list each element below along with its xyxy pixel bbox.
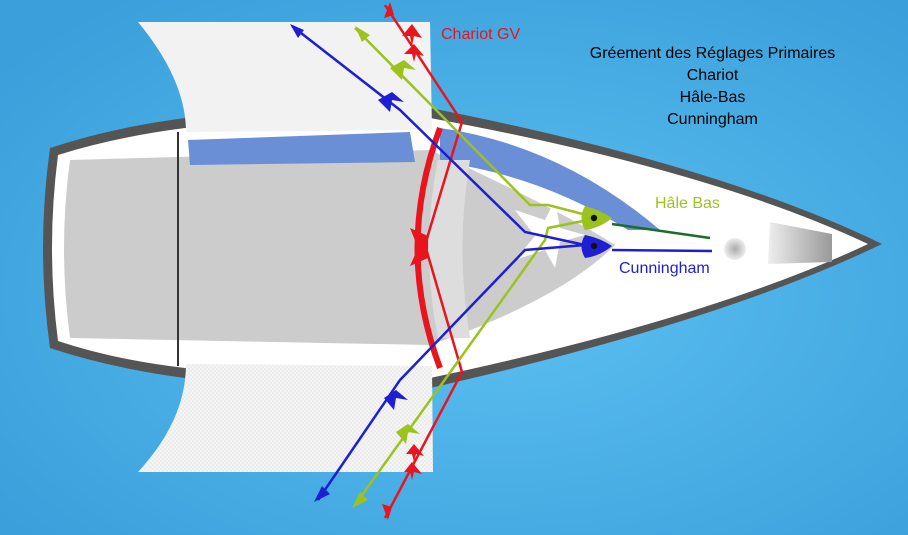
cunningham-arrow-top <box>290 24 304 38</box>
cabin-top-canvas <box>440 128 660 230</box>
cunningham-line-top <box>291 25 586 247</box>
cunningham-tail <box>611 248 713 253</box>
title-line-3: Hâle-Bas <box>679 89 746 106</box>
cunningham-arrow-bottom <box>314 486 330 502</box>
hale-bas-chevron-bottom <box>396 424 420 444</box>
cunningham-label: Cunningham <box>619 260 710 277</box>
chariot-traveler-car <box>410 228 428 266</box>
sprayhood-canvas <box>188 132 415 165</box>
side-deck-top <box>138 22 432 132</box>
chariot-line-top <box>383 4 464 246</box>
diagram-title: Gréement des Réglages Primaires Chariot … <box>560 43 865 131</box>
cunningham-chevron-top <box>378 92 404 112</box>
chariot-chevron-bottom-2 <box>404 462 422 480</box>
cunningham-chevron-bottom <box>384 390 408 410</box>
mast-fitting <box>515 200 585 268</box>
hale-bas-line-bottom <box>353 216 599 506</box>
title-line-1: Gréement des Réglages Primaires <box>589 45 836 62</box>
hale-bas-arrow-top <box>355 26 370 42</box>
chariot-arrow-top <box>384 2 394 18</box>
title-line-2: Chariot <box>686 67 739 84</box>
cunningham-block-pin <box>590 242 598 250</box>
hale-bas-chevron-top <box>390 60 416 80</box>
chariot-chevron-top-2 <box>404 44 424 62</box>
hale-bas-tail <box>611 222 711 240</box>
chariot-chevron-bottom-1 <box>406 444 424 462</box>
bow-winch <box>724 238 746 260</box>
traveler-track <box>414 126 443 370</box>
chariot-label: Chariot GV <box>441 26 521 43</box>
hale-bas-block-pin <box>590 214 598 222</box>
cunningham-line-bottom <box>316 243 586 501</box>
bow-hatch <box>768 222 832 264</box>
side-deck-bottom <box>138 364 433 472</box>
hale-bas-label: Hâle Bas <box>655 195 720 212</box>
hale-bas-line-top <box>354 27 599 220</box>
cockpit <box>64 150 615 345</box>
chariot-arrow-bottom <box>382 504 392 520</box>
title-line-4: Cunningham <box>667 111 758 128</box>
chariot-chevron-top-1 <box>402 24 422 46</box>
hale-bas-arrow-bottom <box>352 492 368 508</box>
